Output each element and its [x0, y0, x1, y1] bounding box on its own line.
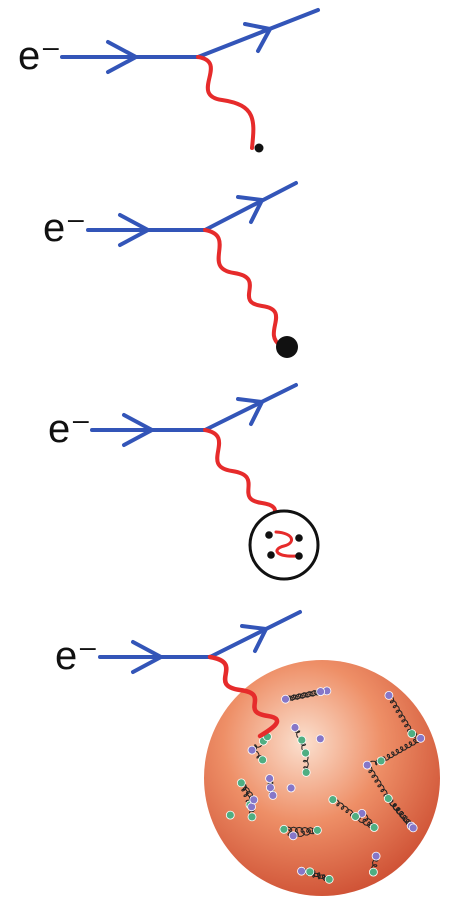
quark-dot: [295, 552, 303, 560]
outgoing-electron-line-2: [203, 181, 298, 232]
outgoing-electron-line-4: [208, 610, 302, 659]
nucleus-sphere: [204, 660, 440, 896]
outgoing-electron-line-3: [203, 383, 298, 432]
virtual-photon-4: [207, 654, 280, 739]
quark-dot: [312, 825, 322, 835]
quark-dot: [236, 778, 246, 788]
electron-label-1: e⁻: [18, 34, 61, 78]
panel-2: e⁻: [43, 181, 298, 358]
gluon-coil: [365, 764, 391, 801]
quark-dot: [288, 831, 298, 841]
quark-dot: [301, 768, 311, 777]
incoming-electron-line-2: [86, 213, 207, 247]
quark-dot: [368, 867, 378, 877]
quark-dot: [315, 734, 325, 744]
gluon-coil: [387, 695, 415, 736]
gluon-coil: [385, 796, 415, 829]
panel-3: e⁻: [48, 383, 320, 581]
quark-dot: [408, 823, 418, 833]
quark-dot: [281, 694, 290, 704]
incoming-electron-line-4: [98, 640, 212, 674]
quark-dot: [295, 534, 303, 542]
outgoing-electron-line-1: [196, 8, 320, 59]
virtual-photon-2: [203, 228, 282, 347]
target-nucleon: [248, 509, 320, 581]
electron-label-4: e⁻: [55, 634, 98, 678]
quark-dot: [247, 812, 257, 822]
electron-label-3: e⁻: [48, 407, 91, 451]
panel-1: e⁻: [18, 8, 320, 153]
quark-dot: [267, 551, 275, 559]
gluon-coil: [379, 736, 421, 764]
quark-dot: [305, 867, 315, 877]
quark-dot: [247, 745, 257, 755]
quark-dot: [371, 851, 381, 861]
target-large-point: [276, 336, 298, 358]
quark-dot: [268, 791, 278, 800]
quark-dot: [279, 824, 289, 834]
quark-dot: [297, 735, 307, 745]
quark-dot: [384, 691, 394, 700]
electron-label-2: e⁻: [43, 206, 86, 250]
panel-4: e⁻: [55, 610, 440, 896]
quark-dot: [369, 823, 379, 832]
quark-dot: [407, 729, 417, 738]
incoming-electron-line-3: [90, 413, 207, 447]
virtual-photon-1: [196, 55, 256, 150]
incoming-electron-line-1: [60, 40, 200, 74]
quark-dot: [328, 795, 338, 804]
quark-dot: [316, 687, 326, 696]
quark-dot: [265, 783, 275, 792]
target-small-point: [254, 143, 264, 153]
quark-dot: [265, 774, 275, 783]
quark-dot: [249, 795, 259, 805]
quark-dot: [376, 756, 386, 766]
quark-dot: [297, 866, 306, 876]
quark-dot: [351, 812, 360, 821]
gluon-coil: [285, 688, 324, 702]
quark-dot: [286, 783, 296, 793]
quark-dot: [258, 755, 268, 765]
quark-dot: [362, 760, 372, 770]
quark-dot: [301, 748, 311, 758]
quark-dot: [324, 874, 334, 884]
quark-dot: [290, 723, 300, 732]
quark-dot: [416, 733, 426, 743]
quark-dot: [265, 531, 273, 539]
quark-dot: [225, 810, 235, 820]
quark-dot: [383, 794, 393, 803]
